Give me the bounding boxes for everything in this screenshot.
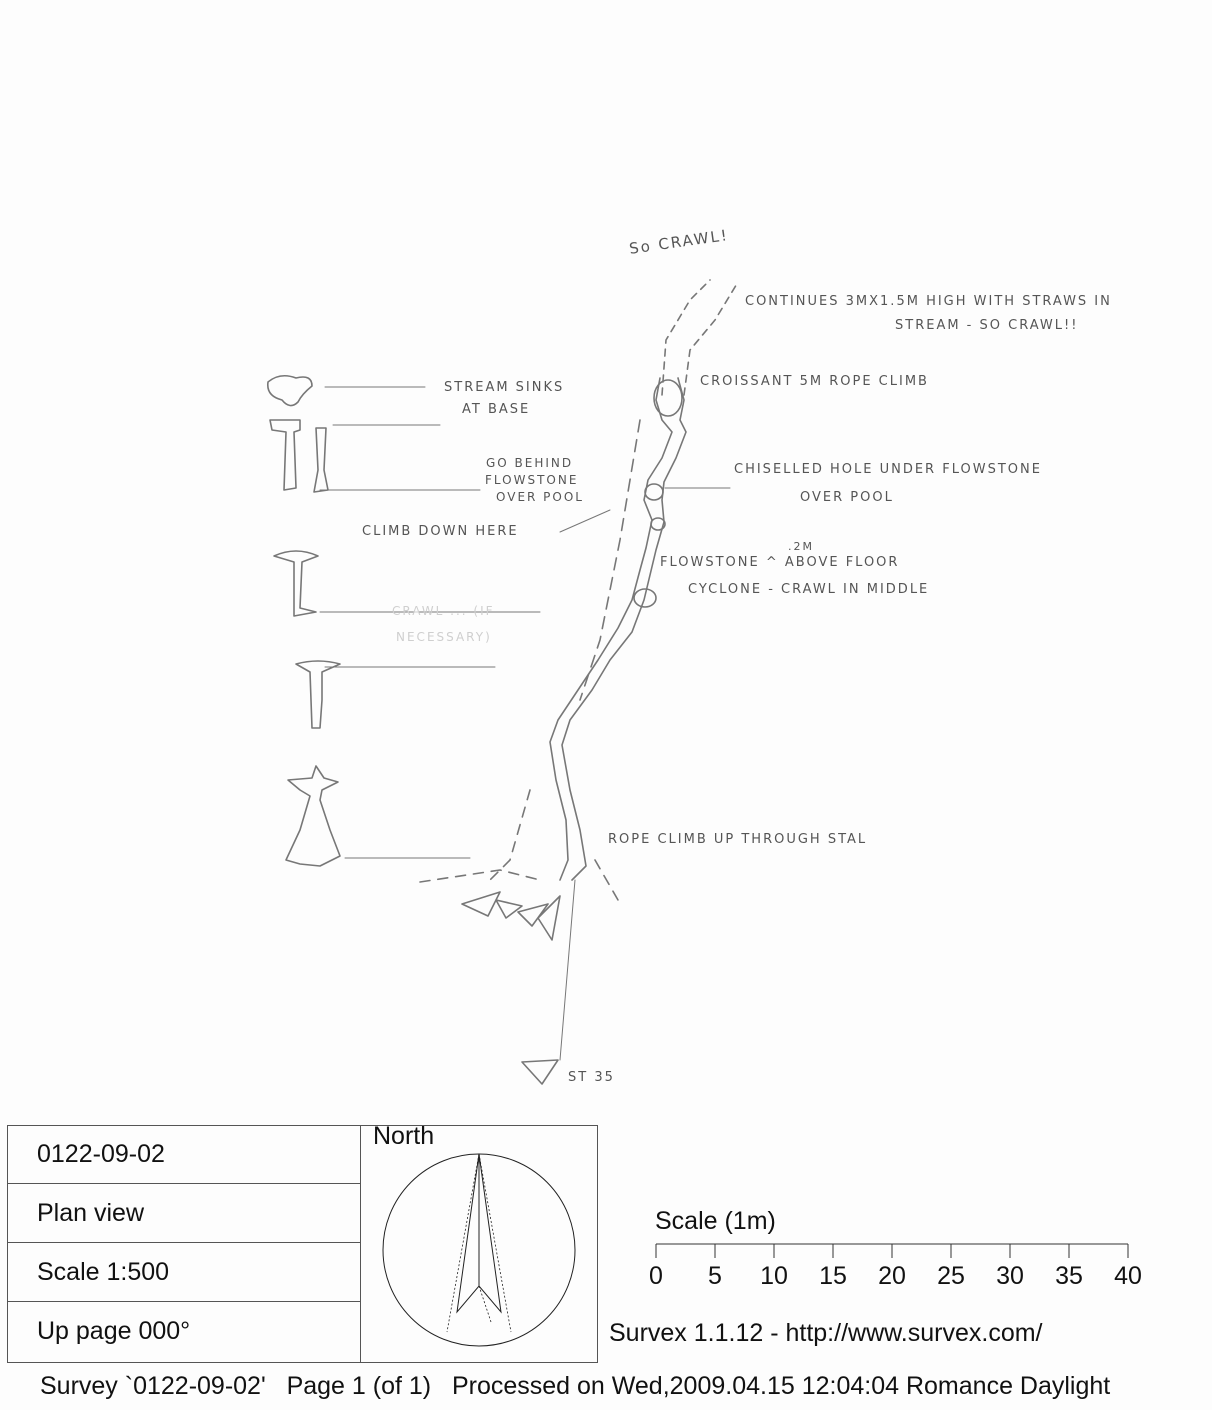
scale-bar-tick-label: 15	[819, 1262, 847, 1288]
cross-section-6	[285, 765, 341, 867]
cross-section-5	[295, 660, 341, 729]
note-go-behind-3: OVER POOL	[496, 490, 584, 504]
note-flowstone: FLOWSTONE ^ ABOVE FLOOR	[660, 555, 900, 570]
passage-wall-left	[549, 377, 673, 881]
note-go-behind-2: FLOWSTONE	[485, 473, 579, 487]
note-rope-climb: ROPE CLIMB UP THROUGH STAL	[608, 832, 868, 847]
note-chiselled-1: CHISELLED HOLE UNDER FLOWSTONE	[734, 462, 1042, 477]
cross-section-3	[313, 427, 329, 493]
chamber-pool	[650, 517, 666, 531]
chamber-cyclone	[633, 588, 657, 608]
scale-bar: 0 5 10 15 20 25 30 35 40	[649, 1243, 1142, 1288]
chamber-croissant	[653, 379, 683, 417]
note-go-behind-1: GO BEHIND	[486, 456, 574, 470]
note-continues-1: CONTINUES 3MX1.5M HIGH WITH STRAWS IN	[745, 294, 1112, 309]
survey-id: 0122-09-02	[8, 1126, 361, 1184]
chamber-flowstone	[644, 483, 664, 501]
survey-footer: Survey `0122-09-02' Page 1 (of 1) Proces…	[40, 1372, 1111, 1400]
survey-leg-dashed-4	[419, 869, 541, 883]
scale-ratio: Scale 1:500	[8, 1244, 361, 1302]
survey-leg-to-station	[559, 879, 576, 1061]
passage-continuation-dashed-2	[683, 281, 739, 396]
up-page-bearing: Up page 000°	[37, 1317, 191, 1345]
scale-bar-tick-label: 10	[760, 1262, 788, 1288]
scale-bar-tick-label: 5	[708, 1262, 722, 1288]
note-faint-2: NECESSARY)	[396, 630, 492, 644]
survex-credit: Survex 1.1.12 - http://www.survex.com/	[609, 1319, 1043, 1347]
north-label: North	[373, 1122, 435, 1150]
scale-bar-tick-label: 30	[996, 1262, 1024, 1288]
view-type: Plan view	[8, 1185, 361, 1243]
survey-info-box: 0122-09-02 Plan view Scale 1:500 Up page…	[7, 1125, 361, 1363]
cross-section-2	[269, 419, 301, 491]
note-continues-2: STREAM - SO CRAWL!!	[895, 318, 1079, 333]
scale-bar-tick-label: 20	[878, 1262, 906, 1288]
north-arrow-icon	[382, 1153, 576, 1347]
note-croissant: CROISSANT 5M ROPE CLIMB	[700, 374, 929, 389]
note-station: ST 35	[568, 1070, 615, 1085]
scale-bar-tick-label: 40	[1114, 1262, 1142, 1288]
cross-section-1	[266, 374, 313, 407]
scale-bar-tick-label: 25	[937, 1262, 965, 1288]
survey-leg-dashed-3	[594, 859, 619, 901]
scale-bar-tick-label: 0	[649, 1262, 663, 1288]
scale-bar-tick-label: 35	[1055, 1262, 1083, 1288]
cross-section-4	[273, 550, 319, 617]
north-arrow-box: North	[360, 1122, 598, 1363]
note-stream-sinks-1: STREAM SINKS	[444, 380, 565, 395]
breakdown-rocks	[461, 891, 561, 941]
pointer-line-8	[559, 509, 611, 533]
note-cyclone: CYCLONE - CRAWL IN MIDDLE	[688, 582, 930, 597]
note-climb-down: CLIMB DOWN HERE	[362, 524, 519, 539]
survey-leg-dashed	[579, 419, 641, 701]
note-stream-sinks-2: AT BASE	[462, 402, 531, 417]
survey-leg-dashed-2	[489, 789, 531, 881]
scale-bar-label: Scale (1m)	[655, 1207, 776, 1235]
note-chiselled-2: OVER POOL	[800, 490, 894, 505]
passage-continuation-dashed	[661, 279, 711, 396]
note-flowstone-height: .2M	[788, 540, 814, 553]
passage-wall-right	[561, 377, 687, 881]
note-faint-1: CRAWL ... (IF	[392, 604, 495, 618]
station-triangle	[521, 1059, 559, 1085]
cave-sketch	[266, 279, 739, 1085]
